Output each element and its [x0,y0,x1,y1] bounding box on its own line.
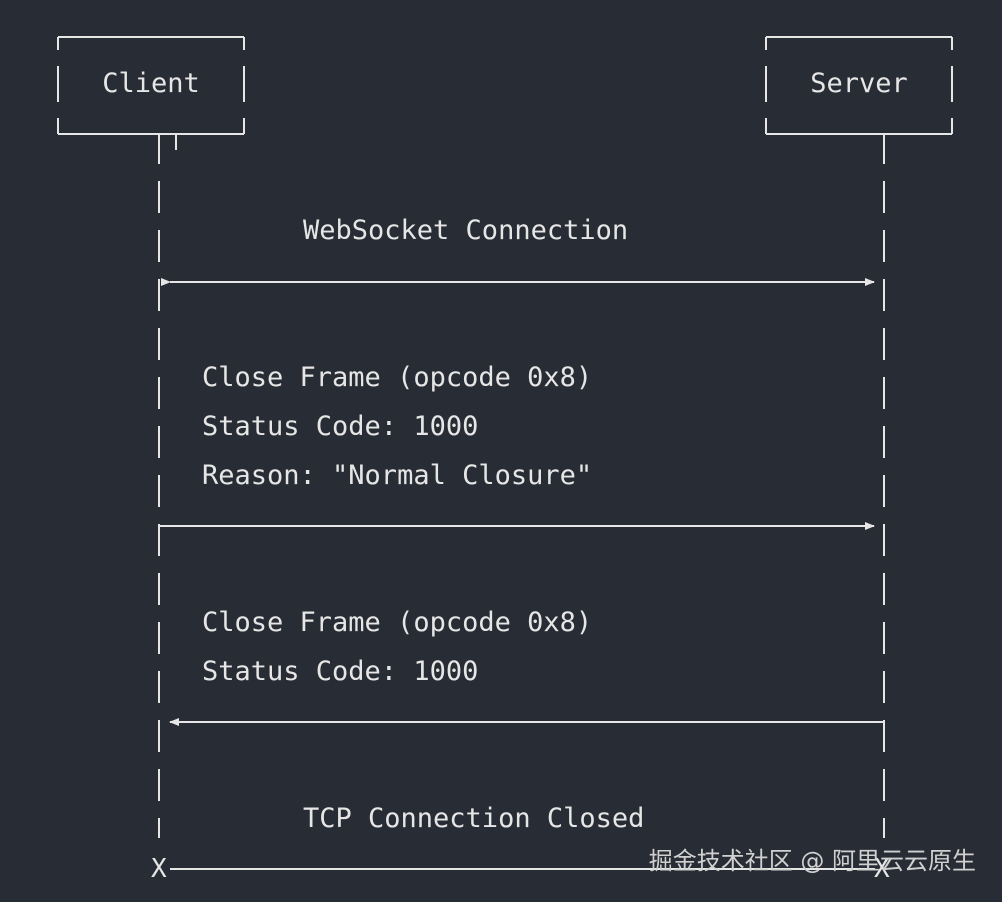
server-box [765,36,953,135]
close-frame-label-2: Close Frame (opcode 0x8) [202,607,593,638]
watermark: 掘金技术社区 @ 阿里云云原生 [648,847,976,875]
client-end-marker: X [151,854,167,884]
close-frame-label-1: Close Frame (opcode 0x8) [202,362,593,393]
connection-label: WebSocket Connection [303,215,629,246]
server-label: Server [810,68,908,99]
tcp-closed-label: TCP Connection Closed [303,803,645,834]
status-code-label-2: Status Code: 1000 [202,656,479,687]
status-code-label-1: Status Code: 1000 [202,411,479,442]
client-label: Client [102,68,200,99]
client-box [57,36,245,135]
reason-label: Reason: "Normal Closure" [202,460,593,491]
server-end-marker: X [874,854,890,884]
